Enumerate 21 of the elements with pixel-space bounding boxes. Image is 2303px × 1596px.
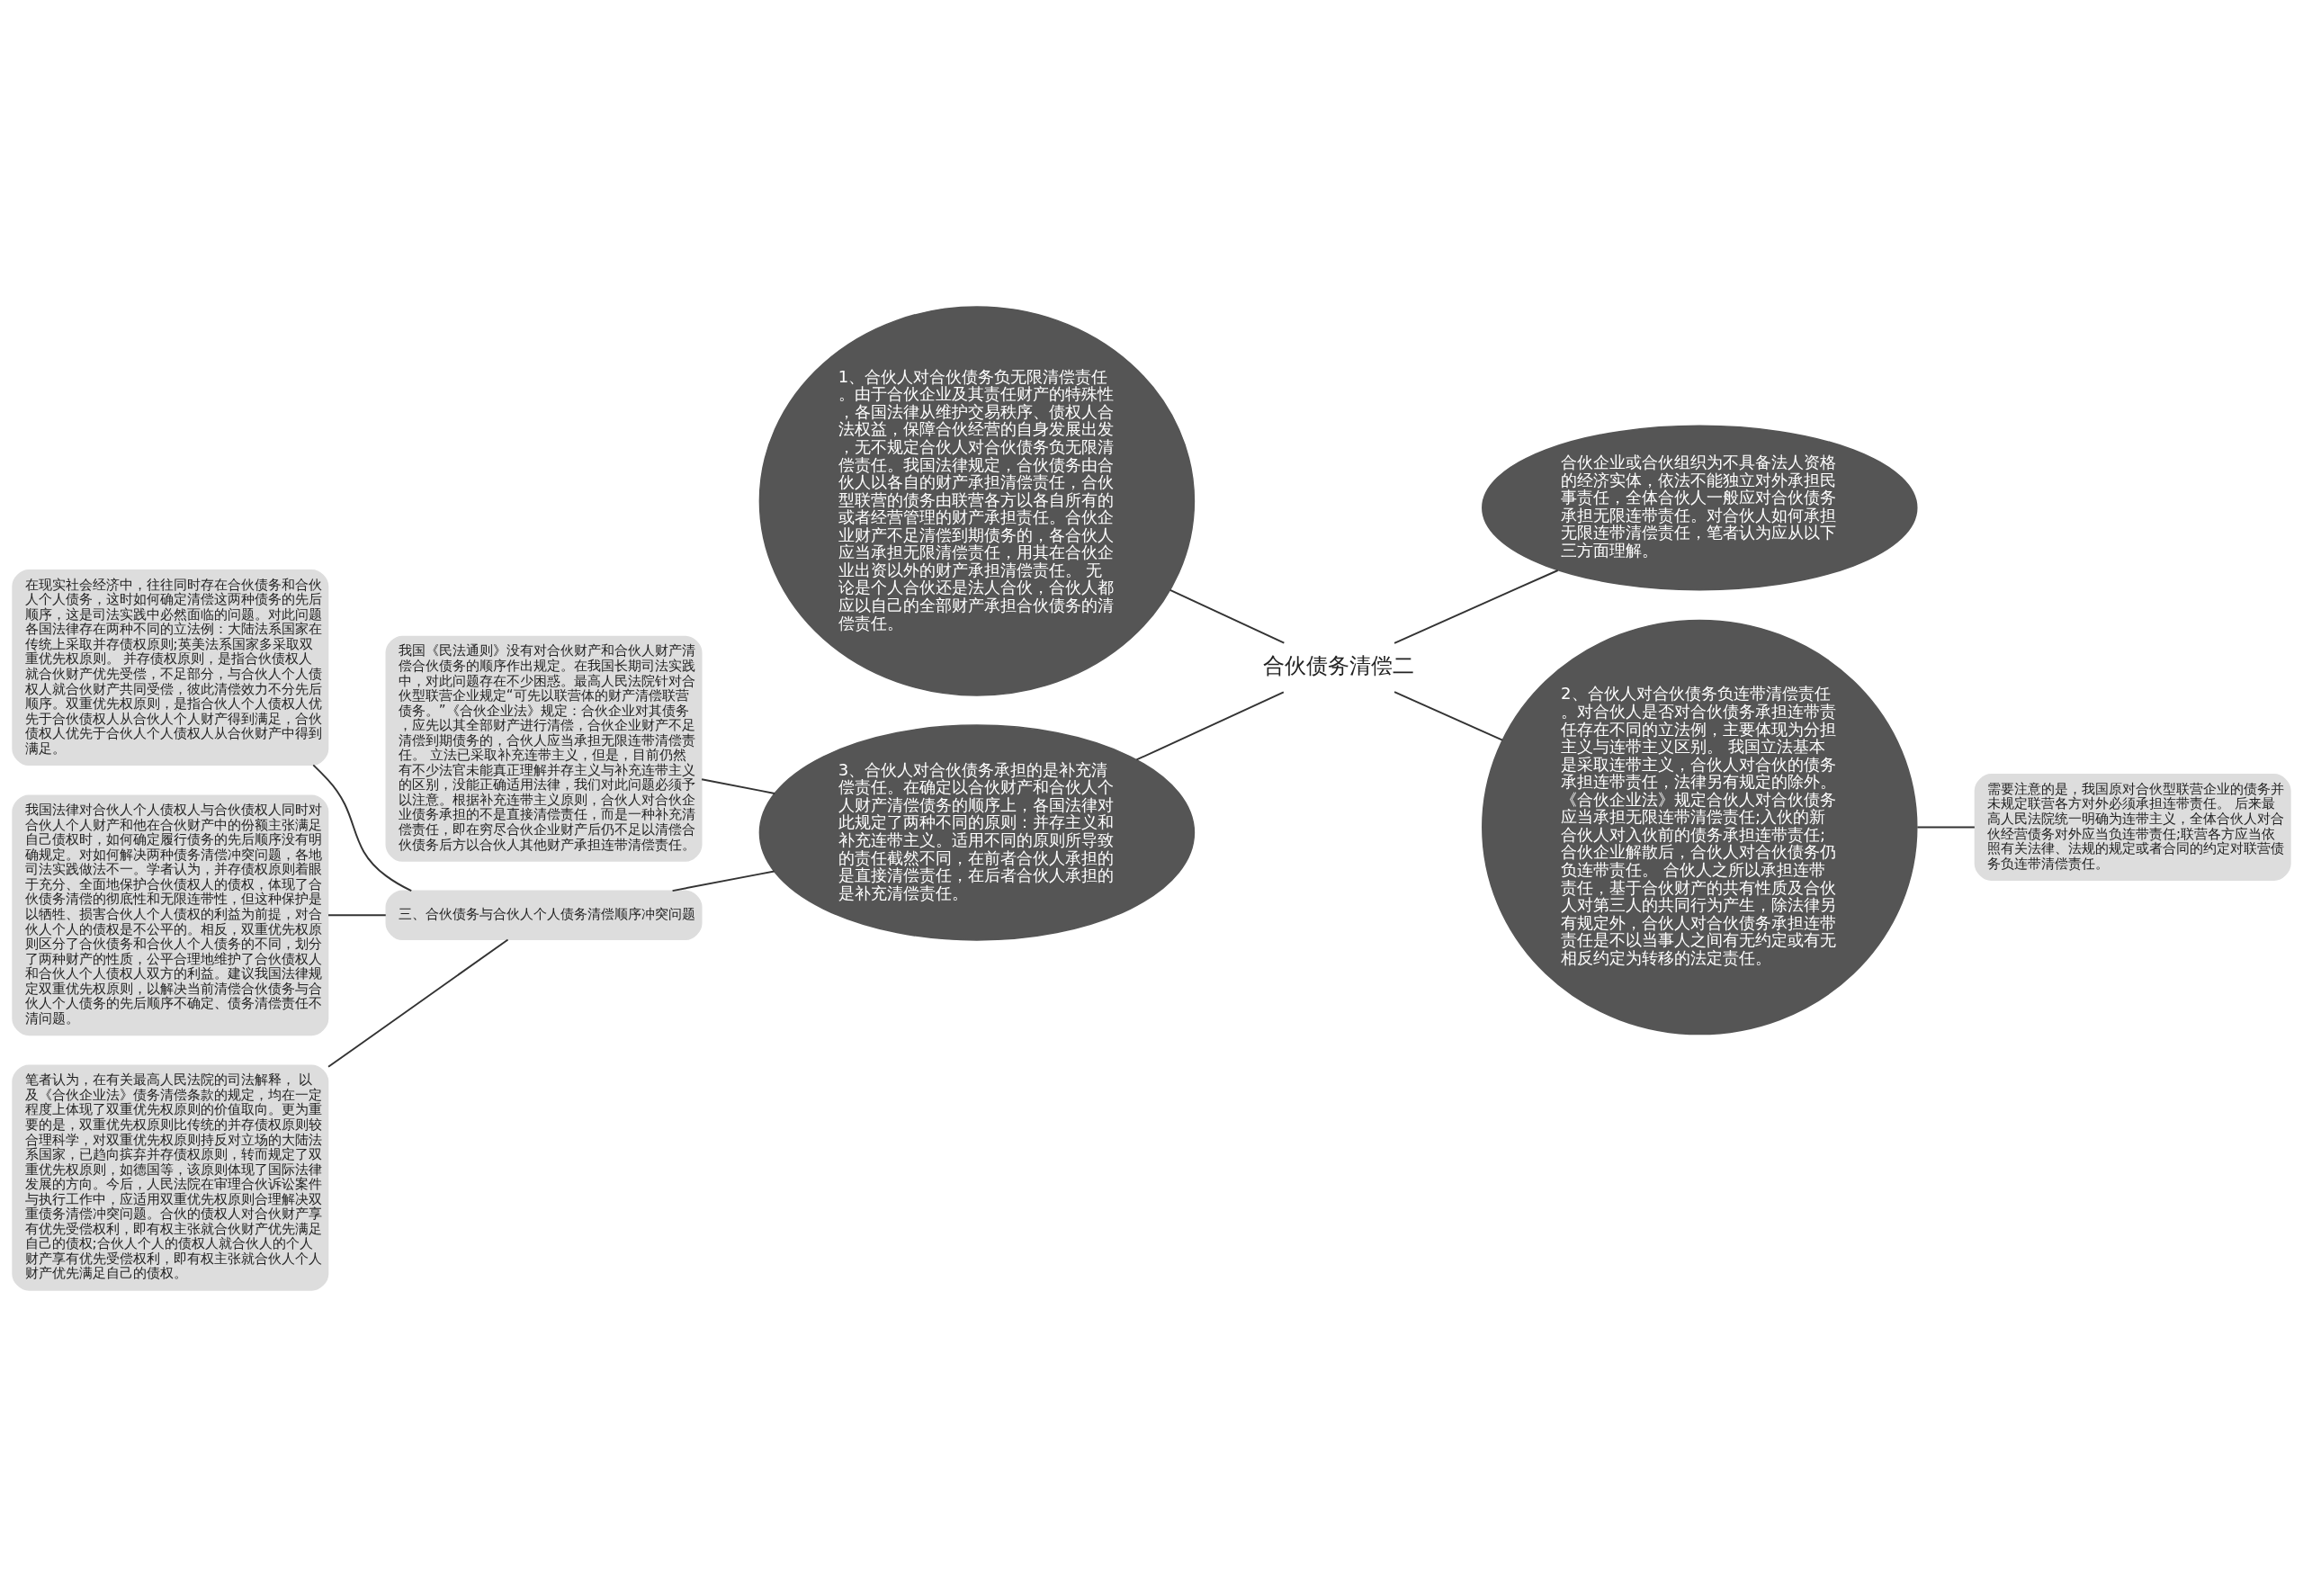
node-ellipse: 3、合伙人对合伙债务承担的是补充清偿责任。在确定以合伙财产和合伙人个人财产清偿债务的顺序上，各国法律对此规定了两种不同的原则：并存主义和补充连带主义。适用不同的原则所导致的责任截然不同，在前者合伙人承担的是直接清偿责任，在后者合伙人承担的是补充清偿责任。 xyxy=(758,723,1196,941)
node-text: 合伙债务清偿二 xyxy=(1262,652,1414,678)
node-box: 需要注意的是，我国原对合伙型联营企业的债务并未规定联营各方对外必须承担连带责任。 后来最高人民法院统一明确为连带主义，全体合伙人对合伙经营债务对外应当负连带责任;联营各方应当依照有关法律、法规的规定或者合同的约定对联营债务负连带清偿责任。 xyxy=(1974,773,2291,881)
node-box: 在现实社会经济中，往往同时存在合伙债务和合伙人个人债务，这时如何确定清偿这两种债务的先后顺序，这是司法实践中必然面临的问题。对此问题各国法律存在两种不同的立法例：大陆法系国家在传统上采取并存债权原则;英美法系国家多采取双重优先权原则。 并存债权原则，是指合伙债权人就合伙财产优先受偿，不足部分，与合伙人个人债权人就合伙财产共同受偿，彼此清偿效力不分先后顺序。双重优先权原则，是指合伙人个人债权人优先于合伙债权人从合伙人个人财产得到满足，合伙债权人优先于合伙人个人债权人从合伙财产中得到满足。 xyxy=(12,569,329,766)
connector xyxy=(1135,690,1285,760)
connector xyxy=(1169,588,1286,644)
node-box: 三、合伙债务与合伙人个人债务清偿顺序冲突问题 xyxy=(385,889,703,940)
node-box: 我国法律对合伙人个人债权人与合伙债权人同时对合伙人个人财产和他在合伙财产中的份额主张满足自己债权时，如何确定履行债务的先后顺序没有明确规定。对如何解决两种债务清偿冲突问题，各地司法实践做法不一。学者认为，并存债权原则着眼于充分、全面地保护合伙债权人的债权，体现了合伙债务清偿的彻底性和无限连带性，但这种保护是以牺牲、损害合伙人个人债权的利益为前提，对合伙人个人的债权是不公平的。相反，双重优先权原则区分了合伙债务和合伙人个人债务的不同，划分了两种财产的性质，公平合理地维护了合伙债权人和合伙人个人债权人双方的利益。建议我国法律规定双重优先权原则，以解决当前清偿合伙债务与合伙人个人债务的先后顺序不确定、债务清偿责任不清问题。 xyxy=(12,794,329,1036)
connector xyxy=(671,869,775,892)
connector xyxy=(701,777,775,794)
connector xyxy=(1393,569,1559,644)
connector xyxy=(1393,690,1503,740)
connector xyxy=(327,938,509,1068)
connector xyxy=(1916,826,1976,828)
node-ellipse: 合伙企业或合伙组织为不具备法人资格的经济实体，依法不能独立对外承担民事责任，全体合伙人一般应对合伙债务承担无限连带责任。对合伙人如何承担无限连带清偿责任，笔者认为应从以下三方面理解。 xyxy=(1482,425,1918,590)
node-box: 我国《民法通则》没有对合伙财产和合伙人财产清偿合伙债务的顺序作出规定。在我国长期司法实践中，对此问题存在不少困惑。最高人民法院针对合伙型联营企业规定“可先以联营体的财产清偿联营债务。”《合伙企业法》规定：合伙企业对其债务，应先以其全部财产进行清偿，合伙企业财产不足清偿到期债务的，合伙人应当承担无限连带清偿责任。 立法已采取补充连带主义，但是，目前仍然有不少法官未能真正理解并存主义与补充连带主义的区别，没能正确适用法律，我们对此问题必须予以注意。根据补充连带主义原则，合伙人对合伙企业债务承担的不是直接清偿责任，而是一种补充清偿责任，即在穷尽合伙企业财产后仍不足以清偿合伙债务后方以合伙人其他财产承担连带清偿责任。 xyxy=(385,635,703,862)
connector xyxy=(312,763,413,892)
connector xyxy=(327,913,387,916)
node-box: 笔者认为，在有关最高人民法院的司法解释， 以及《合伙企业法》债务清偿条款的规定，均在一定程度上体现了双重优先权原则的价值取向。更为重要的是，双重优先权原则比传统的并存债权原则较合理科学，对双重优先权原则持反对立场的大陆法系国家，已趋向摈弃并存债权原则，转而规定了双重优先权原则，如德国等，该原则体现了国际法律发展的方向。今后，人民法院在审理合伙诉讼案件与执行工作中，应适用双重优先权原则合理解决双重债务清偿冲突问题。合伙的债权人对合伙财产享有优先受偿权利，即有权主张就合伙财产优先满足自己的债权;合伙人个人的债权人就合伙人的个人财产享有优先受偿权利，即有权主张就合伙人个人财产优先满足自己的债权。 xyxy=(12,1064,329,1291)
node-circle: 2、合伙人对合伙债务负连带清偿责任。对合伙人是否对合伙债务承担连带责任存在不同的立法例，主要体现为分担主义与连带主义区别。 我国立法基本是采取连带主义，合伙人对合伙的债务承担连带责任，法律另有规定的除外。《合伙企业法》规定合伙人对合伙债务应当承担无限连带清偿责任;入伙的新合伙人对入伙前的债务承担连带责任;合伙企业解散后，合伙人对合伙债务仍负连带责任。 合伙人之所以承担连带责任，基于合伙财产的共有性质及合伙人对第三人的共同行为产生，除法律另有规定外，合伙人对合伙债务承担连带责任是不以当事人之间有无约定或有无相反约定为转移的法定责任。 xyxy=(1482,619,1918,1035)
node-ellipse: 1、合伙人对合伙债务负无限清偿责任。由于合伙企业及其责任财产的特殊性，各国法律从维护交易秩序、债权人合法权益，保障合伙经营的自身发展出发，无不规定合伙人对合伙债务负无限清偿责任。我国法律规定，合伙债务由合伙人以各自的财产承担清偿责任，合伙型联营的债务由联营各方以各自所有的或者经营管理的财产承担责任。合伙企业财产不足清偿到期债务的，各合伙人应当承担无限清偿责任，用其在合伙企业出资以外的财产承担清偿责任。 无论是个人合伙还是法人合伙，合伙人都应以自己的全部财产承担合伙债务的清偿责任。 xyxy=(758,305,1196,696)
